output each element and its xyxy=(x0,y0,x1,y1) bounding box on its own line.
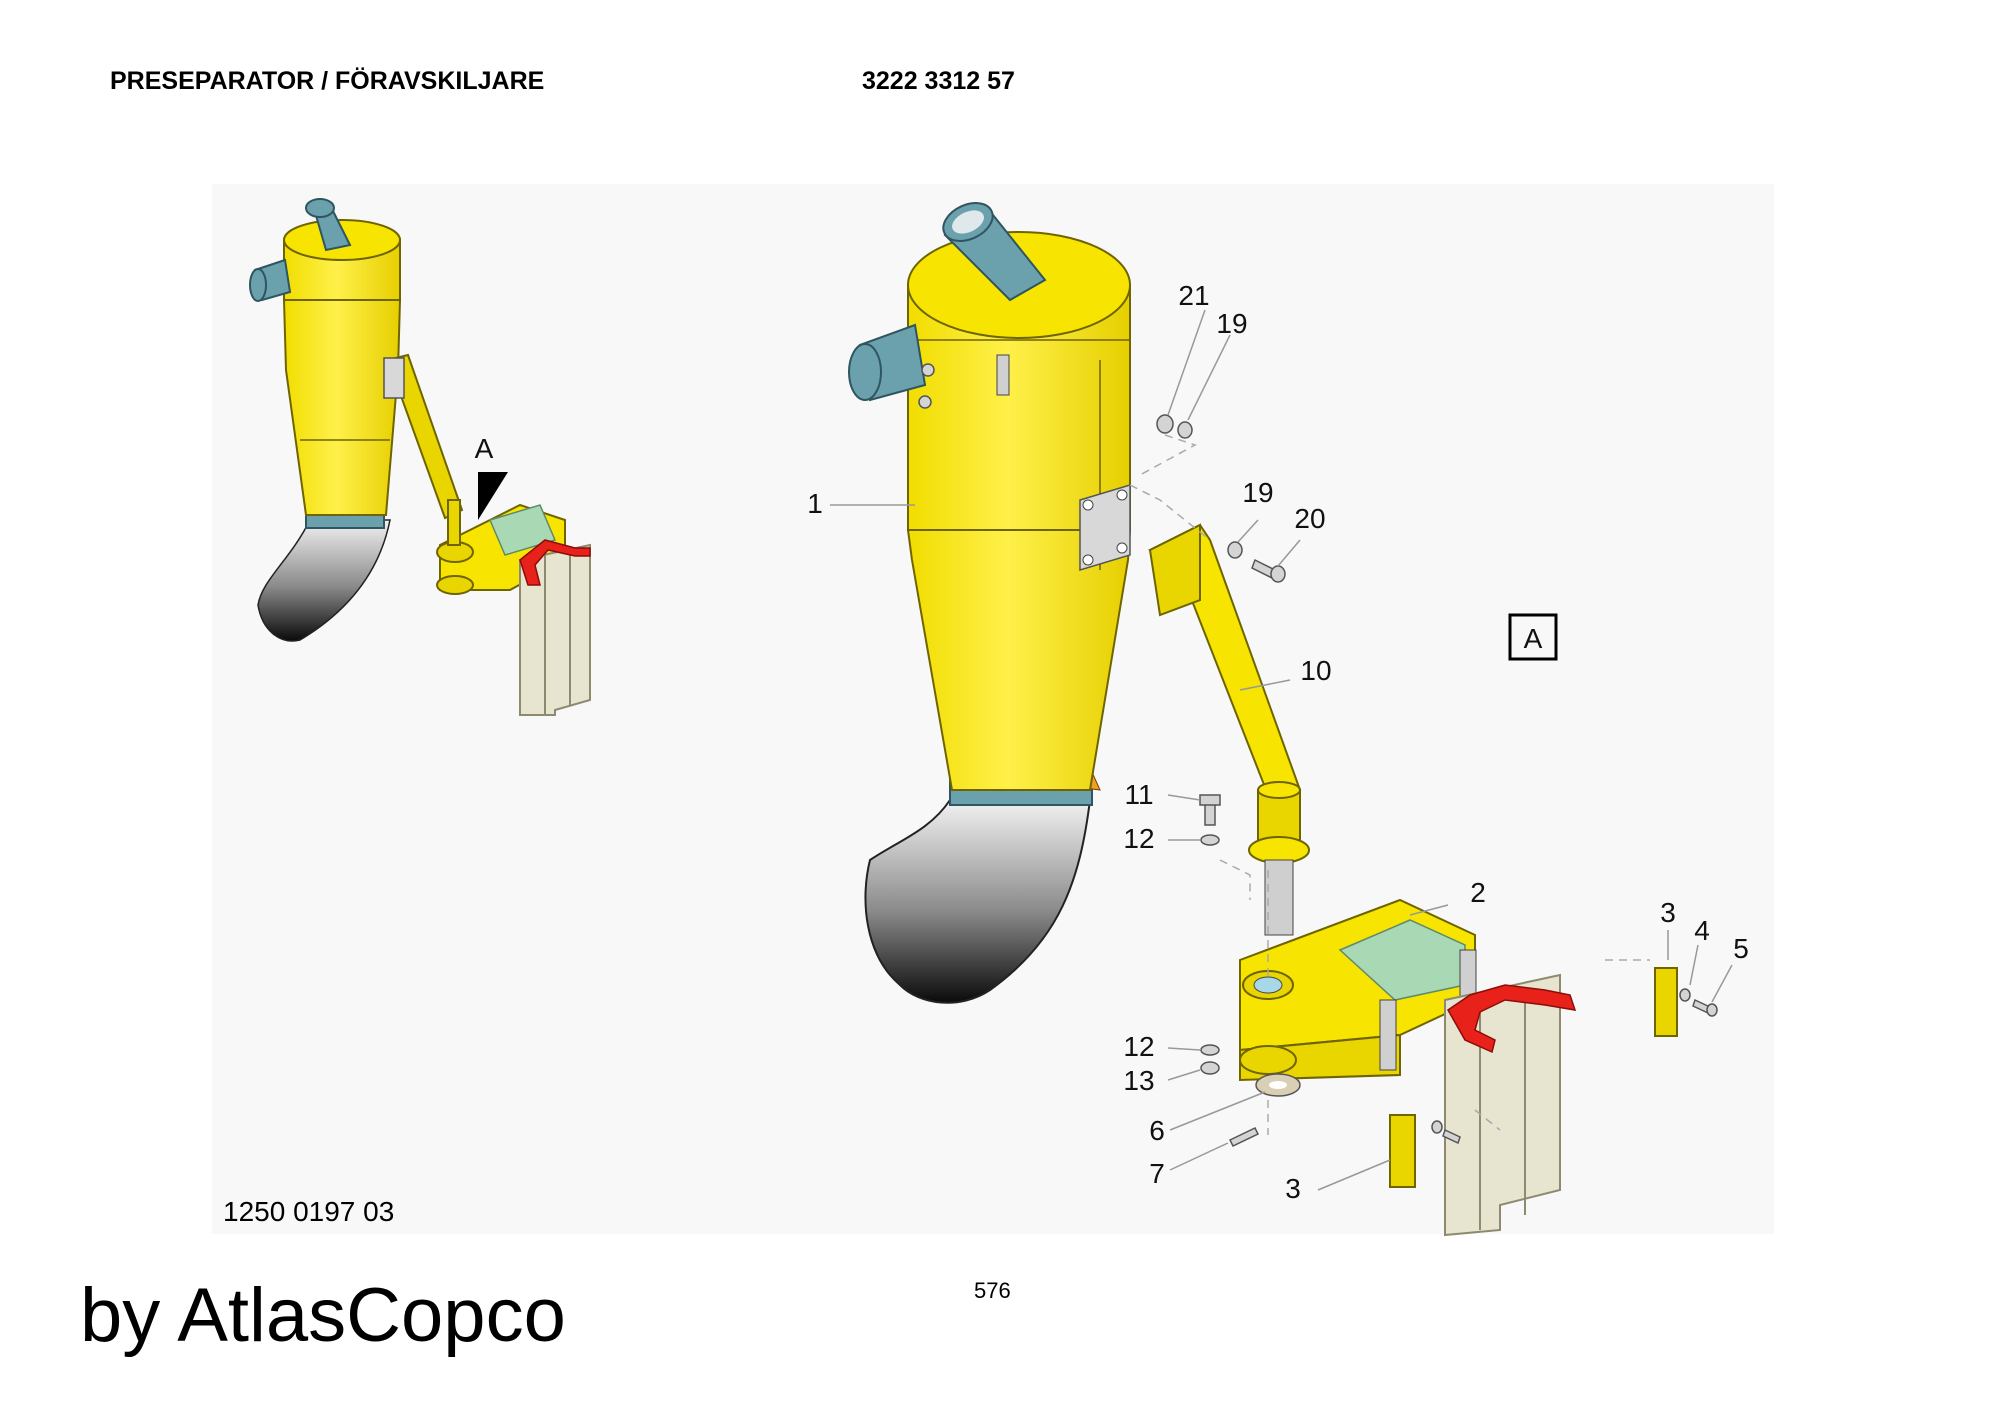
nut-13 xyxy=(1200,1061,1220,1075)
page-number: 576 xyxy=(974,1278,1011,1303)
callout-4: 4 xyxy=(1694,915,1710,946)
part-number: 3222 3312 57 xyxy=(862,67,1015,95)
overview-arm xyxy=(386,353,464,520)
washer-12-top xyxy=(1200,834,1220,846)
nut-21 xyxy=(1156,414,1174,434)
overview-assembly: A xyxy=(249,198,591,716)
brand-watermark: by AtlasCopco xyxy=(80,1273,566,1358)
overview-beam xyxy=(519,543,591,716)
rail-clamp xyxy=(1447,984,1577,1054)
callout-3: 3 xyxy=(1660,897,1676,928)
callout-10: 10 xyxy=(1300,655,1331,686)
cyclone-cone xyxy=(906,529,1132,791)
detail-box xyxy=(1508,613,1558,661)
washer-4 xyxy=(1679,988,1691,1002)
callout-1: 1 xyxy=(807,488,823,519)
overview-cyclone-cone xyxy=(282,299,402,516)
callout-19: 19 xyxy=(1242,477,1273,508)
latch xyxy=(996,354,1010,396)
washer-19 xyxy=(1227,541,1243,559)
washer-19-top xyxy=(1177,421,1193,439)
side-plate-right xyxy=(1654,967,1678,1037)
overview-detail-marker: A xyxy=(475,433,494,464)
callout-11: 11 xyxy=(1124,779,1153,810)
callout-3-lower: 3 xyxy=(1285,1173,1301,1204)
side-plate-bottom xyxy=(1389,1114,1416,1188)
pivot-pin xyxy=(1264,859,1294,936)
callout-13: 13 xyxy=(1123,1065,1154,1096)
callout-5: 5 xyxy=(1733,933,1749,964)
detail-box-label: A xyxy=(1524,623,1543,654)
hose xyxy=(864,799,1092,1004)
washer-12 xyxy=(1200,1044,1220,1056)
callout-2: 2 xyxy=(1470,877,1486,908)
callout-19-top: 19 xyxy=(1216,308,1247,339)
callout-7: 7 xyxy=(1149,1158,1165,1189)
callout-21: 21 xyxy=(1178,280,1209,311)
overview-arm-plate xyxy=(383,357,405,399)
callout-12-lower: 12 xyxy=(1123,1031,1154,1062)
main-assembly: A 1 2 3 4 5 3 6 7 10 11 12 12 13 19 19 2… xyxy=(807,202,1749,1237)
callout-6: 6 xyxy=(1149,1115,1165,1146)
overview-detail-pointer xyxy=(478,472,508,520)
callout-12: 12 xyxy=(1123,823,1154,854)
page-title: PRESEPARATOR / FÖRAVSKILJARE xyxy=(110,67,545,95)
callout-20: 20 xyxy=(1294,503,1325,534)
document-number: 1250 0197 03 xyxy=(223,1196,395,1227)
pin-7 xyxy=(1228,1127,1260,1147)
overview-hose xyxy=(257,519,391,642)
overview-clamp xyxy=(519,539,591,586)
